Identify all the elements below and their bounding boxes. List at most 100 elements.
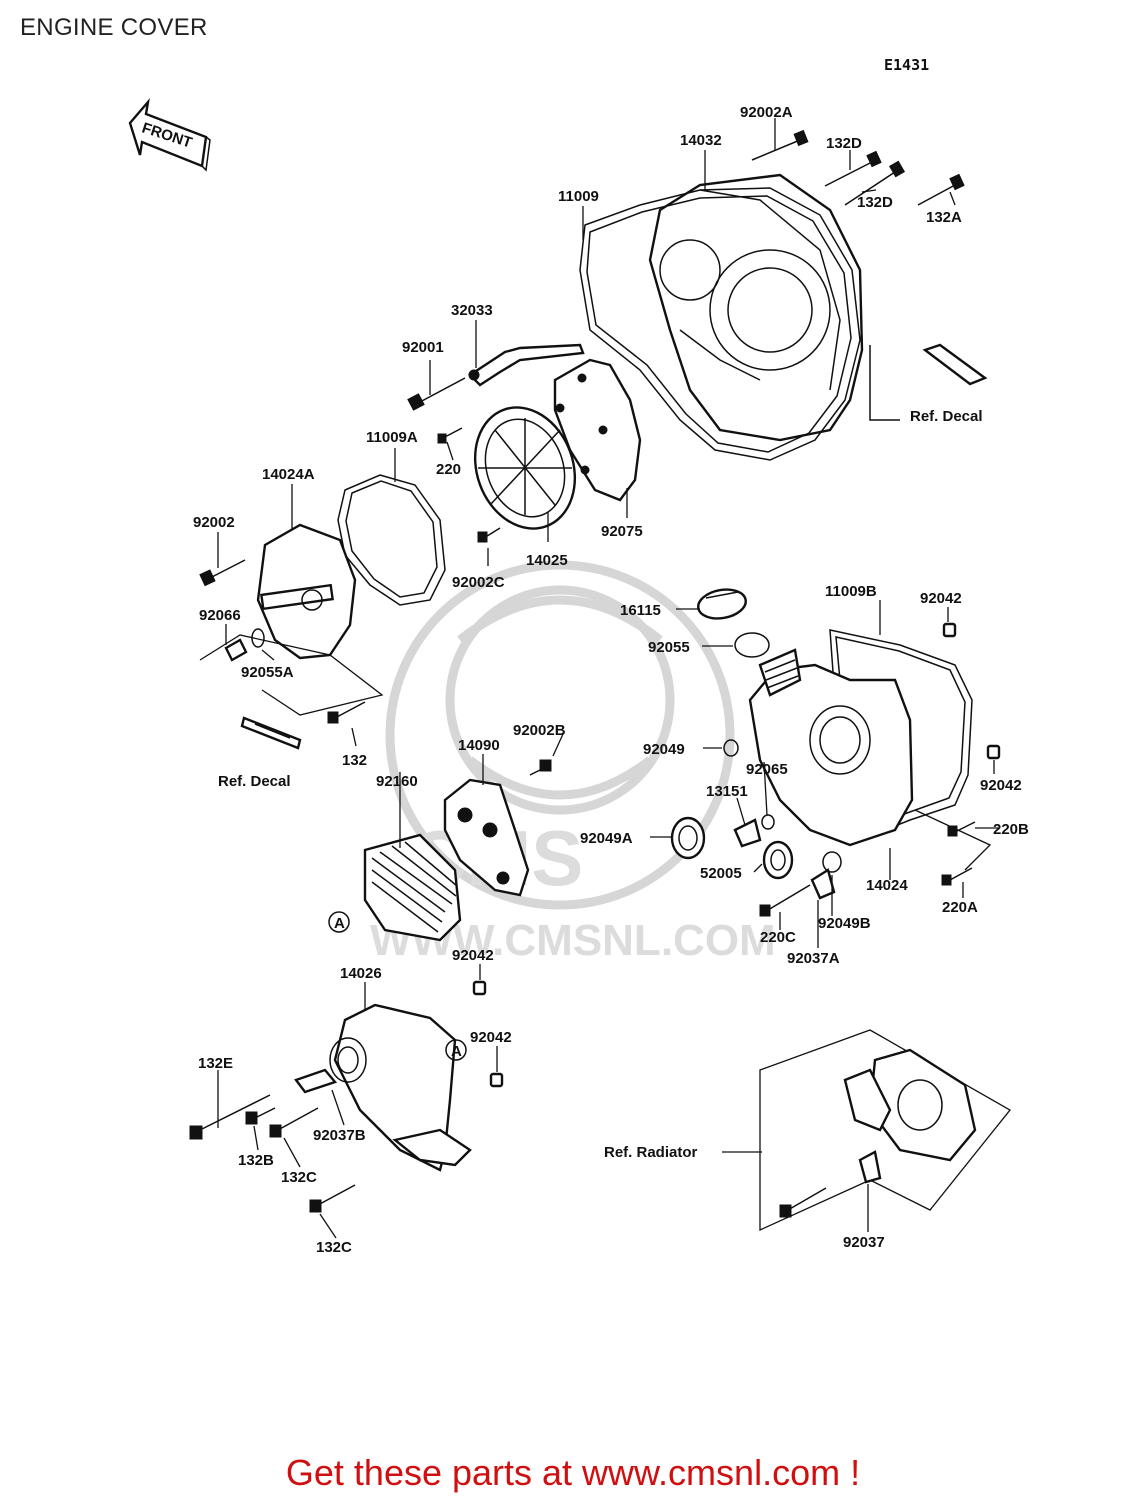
oil-cap-16115-icon — [697, 588, 747, 620]
clamp-92037B-icon — [294, 1068, 338, 1094]
callout-92002: 92002 — [193, 514, 235, 531]
callout-ref-decal-top: Ref. Decal — [910, 408, 983, 425]
washer-92065-icon — [761, 814, 775, 830]
ref-decal-left-icon — [240, 716, 302, 750]
cover-14090 — [443, 778, 530, 897]
bolt-132B-icon — [245, 1107, 276, 1125]
ref-a-left-icon — [328, 911, 350, 933]
washer-92049B-icon — [822, 851, 842, 873]
seal-92049A-icon — [670, 816, 706, 860]
dowel-92042-a-icon — [942, 622, 957, 638]
callout-92160: 92160 — [376, 773, 418, 790]
dowel-92042-b-icon — [986, 744, 1001, 760]
callout-11009: 11009 — [558, 188, 599, 205]
sensor-13151-icon — [733, 818, 762, 848]
callout-92055A: 92055A — [241, 664, 294, 681]
bolt-92001-icon — [407, 377, 466, 411]
callout-220: 220 — [436, 461, 461, 478]
callout-220A: 220A — [942, 899, 978, 916]
bolt-132C-a-icon — [269, 1107, 319, 1138]
cover-14025 — [473, 406, 577, 530]
callout-52005: 52005 — [700, 865, 742, 882]
gasket-11009A — [337, 474, 446, 606]
callout-92055: 92055 — [648, 639, 690, 656]
callout-14025: 14025 — [526, 552, 568, 569]
cover-14026 — [329, 1003, 472, 1172]
callout-92037A: 92037A — [787, 950, 840, 967]
bolt-132A-icon — [917, 173, 965, 206]
bracket-lines-right — [914, 809, 992, 871]
washer-92049-icon — [723, 739, 739, 757]
ref-a-right-icon — [445, 1039, 467, 1061]
dowel-92042-d-icon — [489, 1072, 504, 1088]
hose-clamp-32033-icon — [468, 343, 585, 387]
callout-11009B: 11009B — [825, 583, 877, 600]
bolt-92002-icon — [199, 559, 246, 587]
callout-92037B: 92037B — [313, 1127, 366, 1144]
callout-132C-b: 132C — [316, 1239, 352, 1256]
footer-link[interactable]: Get these parts at www.cmsnl.com ! — [285, 1452, 861, 1493]
callout-92049A: 92049A — [580, 830, 633, 847]
callout-92002B: 92002B — [513, 722, 566, 739]
callout-92037: 92037 — [843, 1234, 885, 1251]
callout-132D-b: 132D — [857, 194, 893, 211]
callout-92001: 92001 — [402, 339, 444, 356]
bolt-92002A-icon — [751, 129, 809, 161]
page-title: ENGINE COVER — [20, 14, 208, 41]
callout-132D-a: 132D — [826, 135, 862, 152]
callout-132B: 132B — [238, 1152, 274, 1169]
front-arrow-icon: FRONT — [128, 97, 211, 172]
callout-92042-a: 92042 — [920, 590, 962, 607]
callout-labels: 92002A 14032 132D 132D 132A 11009 32033 … — [193, 104, 1029, 1256]
callout-13151: 13151 — [706, 783, 748, 800]
callout-92042-d: 92042 — [470, 1029, 512, 1046]
callout-14024: 14024 — [866, 877, 908, 894]
leader-lines — [217, 118, 998, 1239]
clamp-92037A-icon — [810, 868, 836, 900]
callout-92049B: 92049B — [818, 915, 871, 932]
bearing-52005-icon — [762, 840, 794, 880]
callout-ref-decal-left: Ref. Decal — [218, 773, 291, 790]
bolt-132D-b-icon — [844, 160, 906, 206]
callout-92002C: 92002C — [452, 574, 505, 591]
callout-220B: 220B — [993, 821, 1029, 838]
bolt-132C-b-icon — [309, 1184, 356, 1213]
callout-92042-b: 92042 — [980, 777, 1022, 794]
cover-14024 — [748, 648, 914, 847]
callout-132: 132 — [342, 752, 367, 769]
callout-220C: 220C — [760, 929, 796, 946]
callout-132E: 132E — [198, 1055, 233, 1072]
callout-92075: 92075 — [601, 523, 643, 540]
ref-decal-top-icon — [869, 343, 988, 421]
callout-A-left: A — [334, 915, 345, 932]
callout-92065: 92065 — [746, 761, 788, 778]
callout-ref-radiator: Ref. Radiator — [604, 1144, 698, 1161]
callout-16115: 16115 — [620, 602, 661, 619]
diagram-code: E1431 — [884, 56, 929, 74]
bolt-220C-icon — [759, 884, 811, 917]
callout-14024A: 14024A — [262, 466, 315, 483]
dowel-92042-c-icon — [472, 980, 487, 996]
callout-92049: 92049 — [643, 741, 685, 758]
callout-32033: 32033 — [451, 302, 493, 319]
bolt-132E-icon — [189, 1094, 271, 1140]
plug-92066-icon — [224, 638, 248, 662]
callout-14032: 14032 — [680, 132, 722, 149]
cover-14024A — [256, 523, 357, 660]
callout-92042-c: 92042 — [452, 947, 494, 964]
callout-92002A: 92002A — [740, 104, 793, 121]
bracket-lines-left — [199, 634, 384, 716]
radiator-ref-group — [759, 1029, 1011, 1232]
gasket-11009 — [579, 187, 861, 461]
plate-92075 — [553, 358, 642, 502]
bolt-220A-icon — [941, 867, 973, 886]
bolt-220B-icon — [947, 821, 976, 837]
bolt-92002C-icon — [477, 527, 501, 543]
callout-11009A: 11009A — [366, 429, 418, 446]
callout-14026: 14026 — [340, 965, 382, 982]
bolt-132D-a-icon — [824, 150, 882, 187]
callout-92066: 92066 — [199, 607, 241, 624]
bolt-132-icon — [327, 701, 366, 724]
o-ring-92055-icon — [734, 632, 770, 658]
